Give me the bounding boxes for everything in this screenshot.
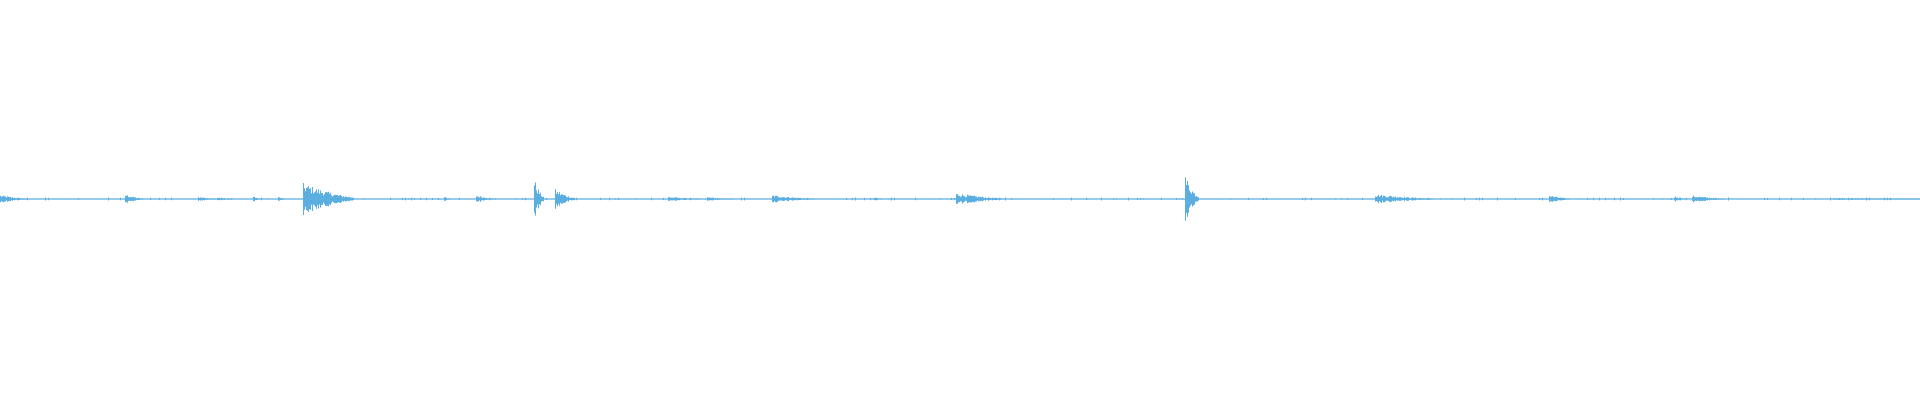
waveform-burst: [253, 196, 260, 202]
waveform-burst: [1375, 194, 1433, 204]
waveform-burst: [1549, 196, 1570, 202]
waveform-burst: [217, 197, 233, 201]
waveform-burst: [1674, 196, 1685, 202]
waveform-bursts: [0, 177, 1920, 221]
waveform-burst: [1692, 195, 1725, 203]
waveform-burst: [476, 196, 494, 202]
waveform-burst: [444, 197, 450, 201]
waveform-burst: [707, 197, 731, 201]
waveform-burst: [956, 194, 1003, 204]
waveform-burst: [303, 183, 354, 215]
waveform-burst: [0, 195, 28, 203]
waveform-burst: [1185, 177, 1199, 221]
waveform-burst: [125, 195, 143, 203]
waveform-burst: [772, 195, 815, 203]
waveform-burst: [534, 182, 544, 216]
waveform-noise-floor: [0, 197, 1891, 201]
waveform-burst: [668, 197, 700, 201]
waveform-burst: [1834, 198, 1920, 200]
waveform-burst: [278, 197, 285, 201]
waveform-burst: [874, 197, 882, 201]
waveform-burst: [555, 189, 575, 209]
